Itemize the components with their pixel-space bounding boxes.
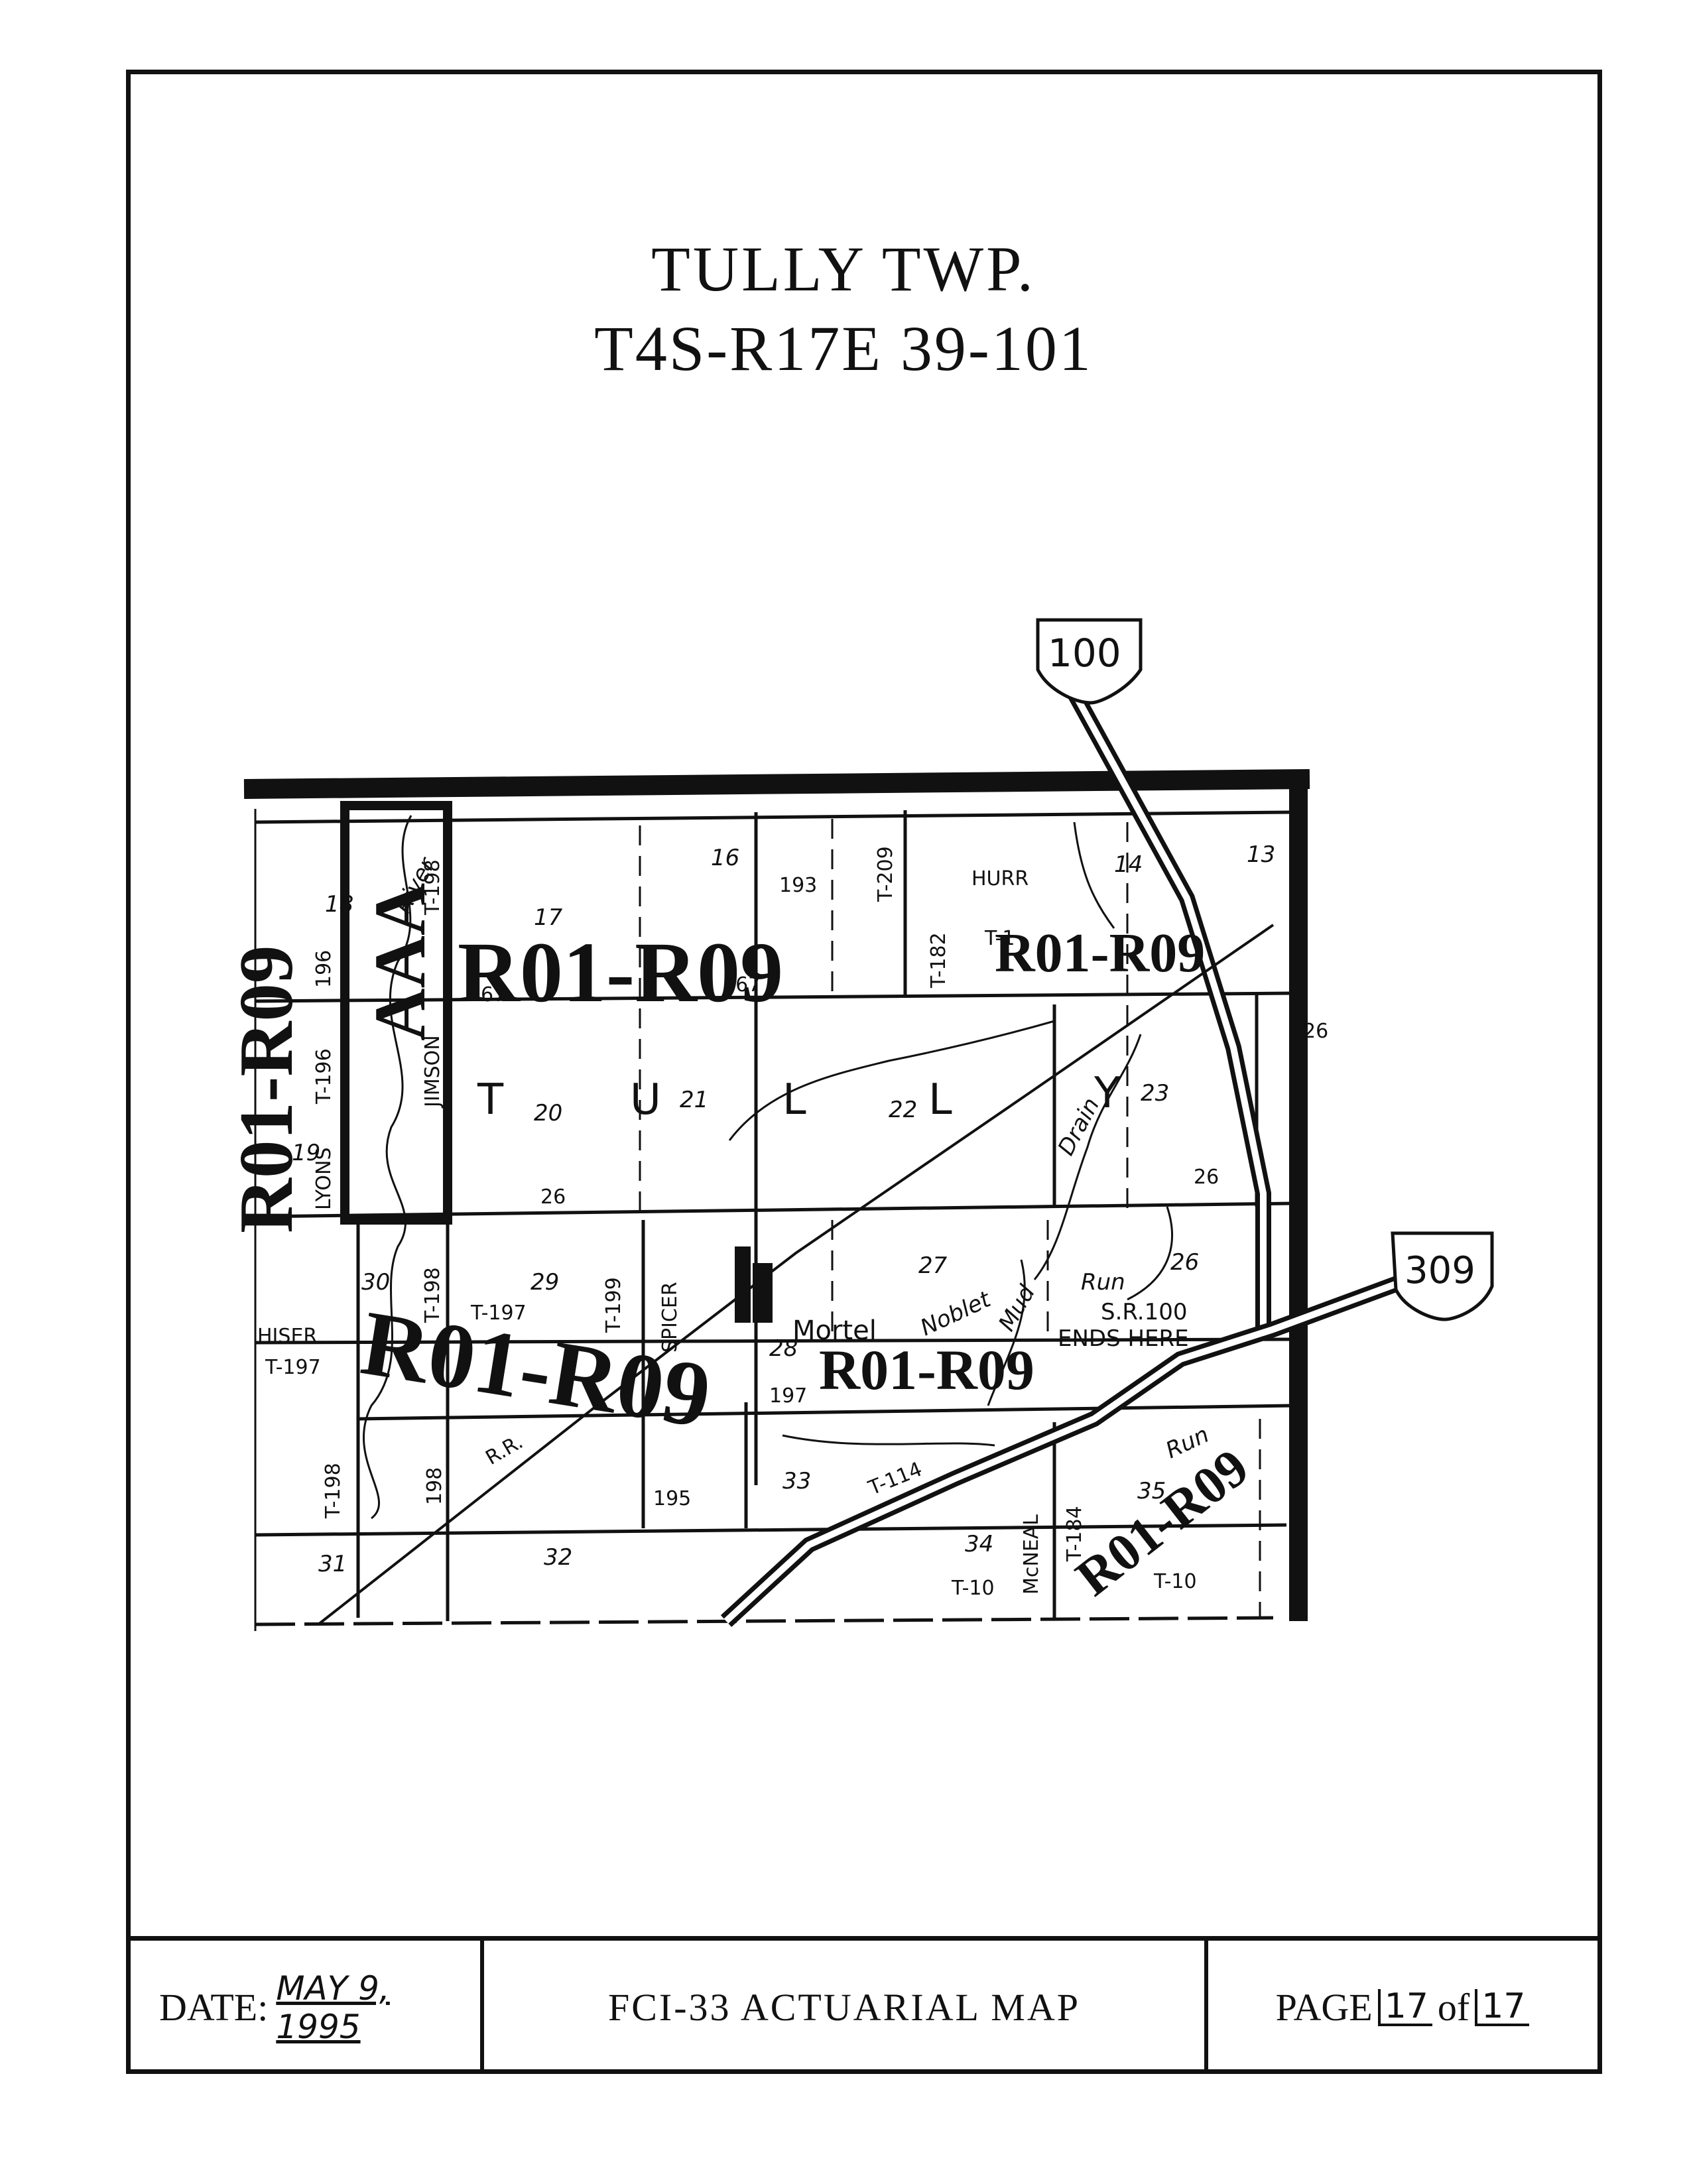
section-number: 31 <box>318 1551 347 1577</box>
highways <box>720 689 1429 1627</box>
road-label: 198 <box>423 1467 446 1505</box>
section-number: 21 <box>680 1087 708 1113</box>
road-label: 195 <box>653 1487 691 1510</box>
footer-date: DATE: MAY 9, 1995 <box>126 1941 484 2074</box>
map-boundary <box>243 769 1310 1631</box>
route-shield-100: 100 <box>1036 618 1143 705</box>
section-number: 17 <box>534 904 563 931</box>
place-label: Mud <box>993 1280 1040 1335</box>
page-label: PAGE <box>1275 1986 1373 2029</box>
section-number: 29 <box>531 1269 559 1296</box>
place-label: S.R.100 <box>1101 1299 1188 1325</box>
zone-label: R01-R09 <box>819 1338 1034 1402</box>
section-number: 34 <box>965 1531 993 1557</box>
section-number: 30 <box>361 1269 390 1296</box>
page-frame <box>126 70 1602 2074</box>
place-label: Run <box>1081 1269 1125 1296</box>
route-shield-100-label: 100 <box>1048 631 1121 676</box>
page-current: 17 <box>1377 1988 1432 2026</box>
township-letter: L <box>782 1075 806 1124</box>
township-title: TULLY TWP. <box>651 233 1036 304</box>
section-number: 35 <box>1137 1478 1166 1504</box>
route-shield-309: 309 <box>1391 1231 1494 1321</box>
road-label: 67 <box>481 983 506 1006</box>
township-code: T4S-R17E 39-101 <box>594 313 1093 384</box>
section-number: 19 <box>292 1140 320 1166</box>
road-label: 26 <box>540 1185 566 1209</box>
section-number: 18 <box>325 891 353 918</box>
aaa-zone-label: AAA <box>359 883 440 1041</box>
road-label: McNEAL <box>1020 1514 1043 1595</box>
town-block <box>735 1246 751 1323</box>
section-number: 22 <box>889 1097 917 1123</box>
road-label: 26 <box>1303 1020 1328 1043</box>
road-label: R.R. <box>482 1430 527 1470</box>
road-label: SPICER <box>658 1282 682 1353</box>
footer-page: PAGE 17 of 17 <box>1208 1941 1602 2074</box>
page-total: 17 <box>1475 1988 1530 2026</box>
township-letter: U <box>630 1075 661 1124</box>
streams <box>363 815 1173 1520</box>
place-label: Drain <box>1053 1093 1105 1160</box>
place-label: Noblet <box>916 1286 995 1341</box>
road-label: HISER <box>257 1325 317 1348</box>
road-label: T-198 <box>322 1463 345 1519</box>
road-label: 196 <box>312 950 336 988</box>
page-of: of <box>1437 1986 1470 2029</box>
section-number: 26 <box>1170 1249 1199 1276</box>
town-block <box>753 1263 773 1323</box>
section-number: 13 <box>1247 841 1275 868</box>
section-number: 20 <box>534 1100 562 1126</box>
map-title: FCI-33 ACTUARIAL MAP <box>484 1941 1208 2074</box>
road-label: HURR <box>971 867 1029 890</box>
road-label: T-184 <box>1063 1506 1086 1562</box>
road-label: 167 <box>723 973 761 997</box>
section-number: 32 <box>544 1544 572 1571</box>
road-label: T-209 <box>874 846 897 902</box>
section-number: 14 <box>1114 851 1143 878</box>
road-label: LYONS <box>312 1147 336 1210</box>
road-label: T-10 <box>1153 1570 1197 1593</box>
road-label: T-199 <box>602 1277 625 1333</box>
road-label: 26 <box>1194 1166 1219 1189</box>
date-value: MAY 9, 1995 <box>276 1969 390 2046</box>
railroad <box>317 924 1275 1626</box>
zone-label: R01-R09 <box>224 945 308 1233</box>
section-numbers: 13 14 16 17 18 19 20 21 22 23 26 27 28 2… <box>292 841 1275 1577</box>
zone-label: R01-R09 <box>458 925 783 1020</box>
road-label: T-10 <box>951 1577 995 1600</box>
township-letter: Y <box>1093 1069 1121 1118</box>
footer: DATE: MAY 9, 1995 FCI-33 ACTUARIAL MAP P… <box>126 1936 1602 2074</box>
township-letter: L <box>928 1075 952 1124</box>
place-label: Mortel <box>792 1315 877 1346</box>
road-labels: 193 T-209 HURR T-182 T-1 196 T-196 LYONS… <box>257 846 1328 1600</box>
road-label: T-198 <box>421 1267 444 1323</box>
section-dashes <box>639 819 1261 1618</box>
zone-label: R01-R09 <box>995 922 1205 984</box>
section-number: 28 <box>769 1335 798 1362</box>
road-label: T-182 <box>927 932 950 989</box>
date-label: DATE: <box>159 1986 269 2029</box>
road-label: 197 <box>769 1384 807 1408</box>
township-letter: T <box>477 1075 504 1124</box>
section-number: 16 <box>711 845 739 871</box>
road-label: T-196 <box>312 1048 336 1105</box>
road-label: JIMSON <box>421 1035 444 1109</box>
section-number: 33 <box>782 1468 811 1494</box>
section-grid <box>255 806 1294 1621</box>
place-label: ENDS HERE <box>1058 1325 1189 1352</box>
road-label: T-197 <box>470 1302 527 1325</box>
road-label: T-1 <box>984 927 1015 950</box>
road-label: T-198 <box>421 859 444 916</box>
section-number: 23 <box>1141 1080 1169 1107</box>
section-number: 27 <box>918 1252 948 1279</box>
route-shield-309-label: 309 <box>1405 1249 1475 1292</box>
road-label: T-197 <box>265 1356 321 1379</box>
road-label: 193 <box>779 874 817 897</box>
